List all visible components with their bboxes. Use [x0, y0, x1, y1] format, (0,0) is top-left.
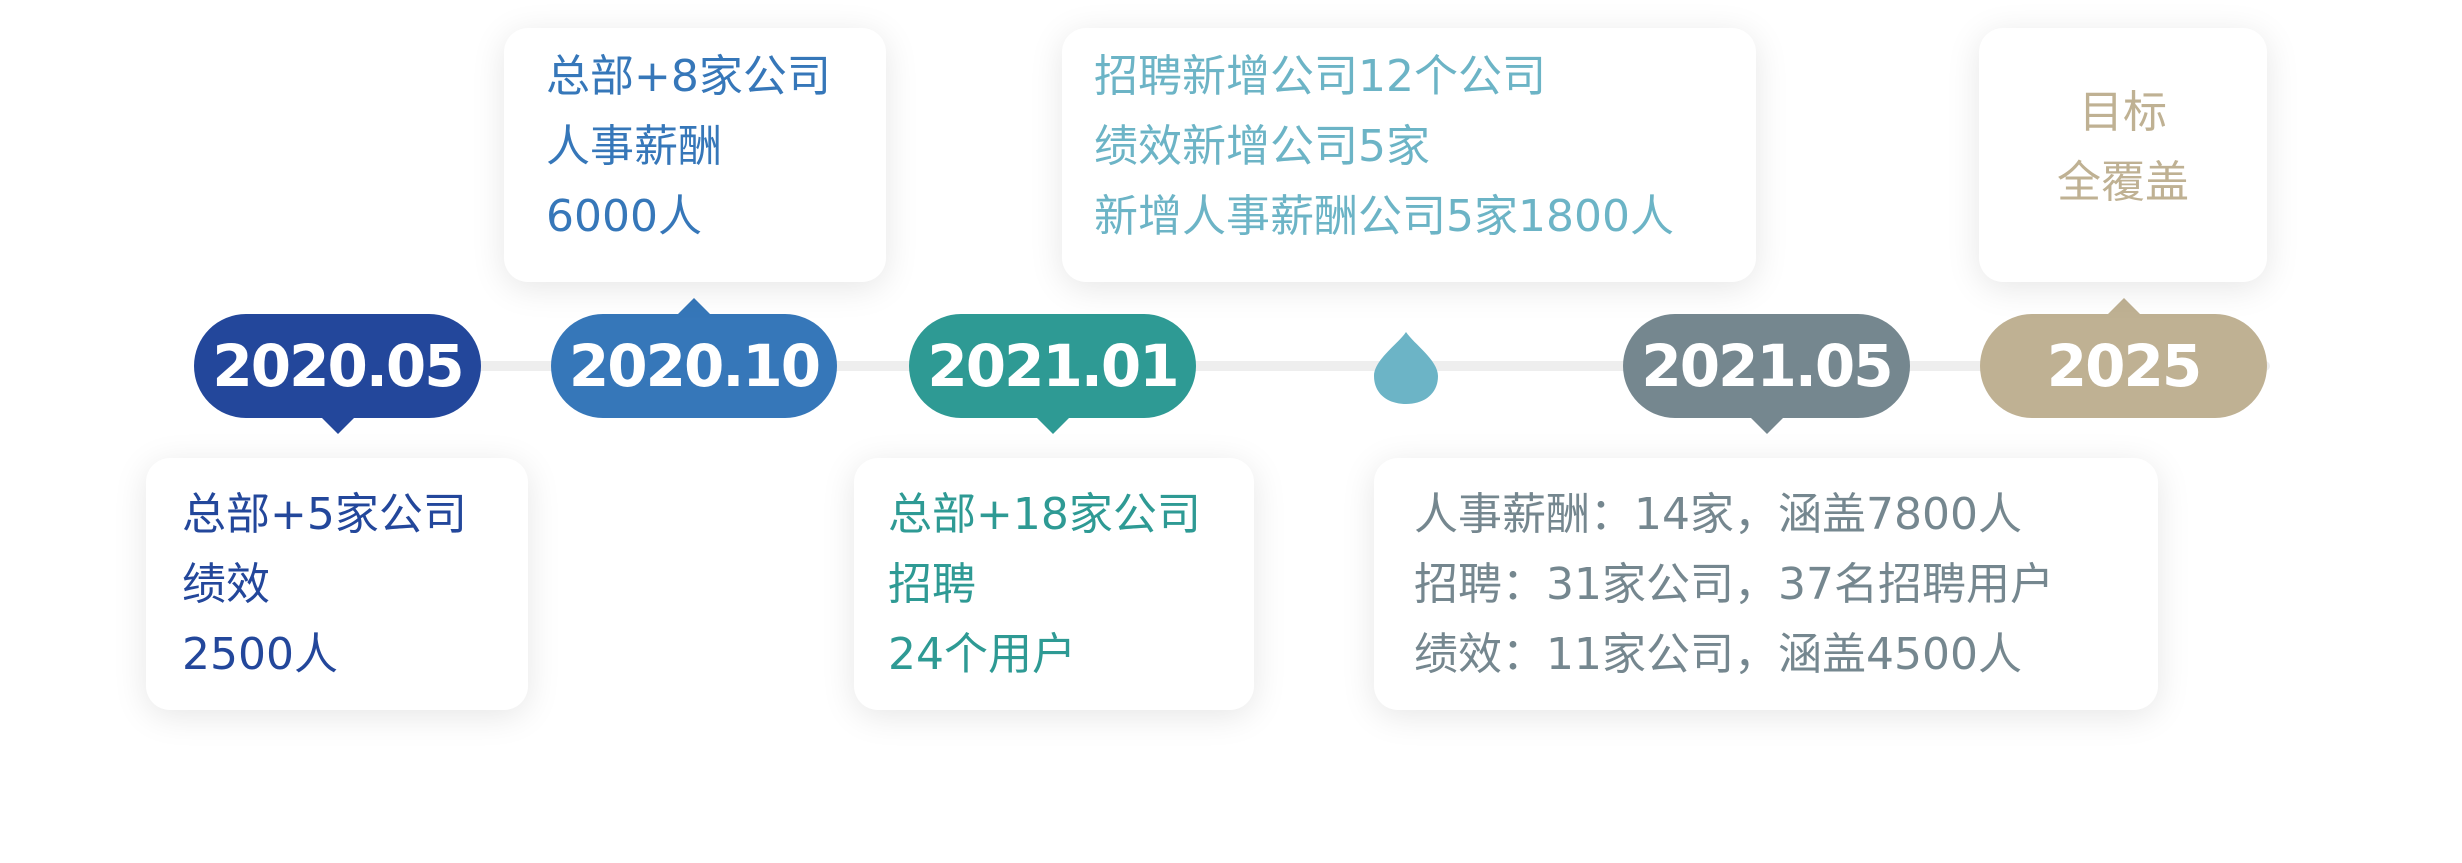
milestone-card-2020-10: 总部+8家公司 人事薪酬 6000人 — [504, 28, 886, 282]
card-line: 人事薪酬：14家，涵盖7800人 — [1414, 489, 2022, 540]
milestone-pill-2020-10: 2020.10 — [551, 298, 837, 418]
card-line: 总部+8家公司 — [546, 51, 831, 102]
milestone-pill-2020-05: 2020.05 — [194, 314, 481, 434]
milestone-card-2021-05: 人事薪酬：14家，涵盖7800人 招聘：31家公司，37名招聘用户 绩效：11家… — [1374, 458, 2158, 710]
milestone-card-mid: 招聘新增公司12个公司 绩效新增公司5家 新增人事薪酬公司5家1800人 — [1062, 28, 1756, 282]
card-line: 人事薪酬 — [546, 121, 722, 172]
card-line: 招聘新增公司12个公司 — [1094, 51, 1546, 102]
card-line: 总部+18家公司 — [888, 489, 1201, 540]
timeline-line — [310, 361, 2270, 371]
card-line: 绩效新增公司5家 — [1094, 121, 1430, 172]
card-line: 6000人 — [546, 191, 702, 242]
milestone-pill-2021-01: 2021.01 — [909, 314, 1196, 434]
milestone-pill-2021-05: 2021.05 — [1623, 314, 1910, 434]
card-line: 绩效 — [182, 559, 270, 610]
card-line: 绩效：11家公司，涵盖4500人 — [1414, 629, 2022, 680]
card-line: 2500人 — [182, 629, 338, 680]
card-line: 全覆盖 — [2057, 157, 2189, 208]
card-line: 总部+5家公司 — [182, 489, 467, 540]
drop-marker-icon — [1374, 332, 1438, 404]
card-line: 招聘：31家公司，37名招聘用户 — [1414, 559, 2054, 610]
card-line: 目标 — [2079, 87, 2167, 138]
card-line: 招聘 — [888, 559, 976, 610]
milestone-pill-2025: 2025 — [1980, 298, 2267, 418]
milestone-card-2021-01: 总部+18家公司 招聘 24个用户 — [854, 458, 1254, 710]
card-line: 新增人事薪酬公司5家1800人 — [1094, 191, 1674, 242]
milestone-card-2020-05: 总部+5家公司 绩效 2500人 — [146, 458, 528, 710]
milestone-card-2025: 目标 全覆盖 — [1979, 28, 2267, 282]
card-line: 24个用户 — [888, 629, 1076, 680]
